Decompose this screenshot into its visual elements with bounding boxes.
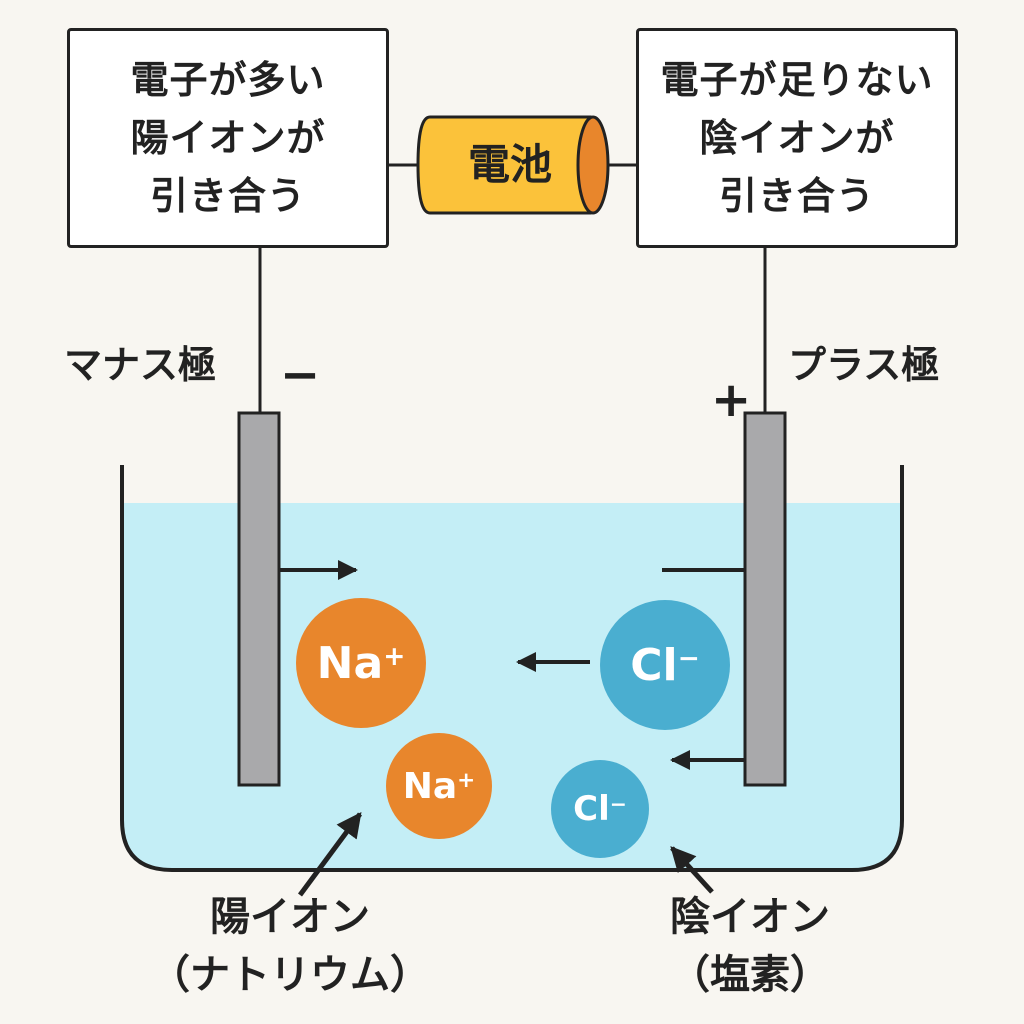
- right-box-line-2: 陰イオンが: [699, 116, 895, 160]
- chloride-ion-small-symbol: Cl: [573, 789, 610, 829]
- chloride-ion-small: Cl−: [551, 760, 649, 858]
- beaker: [120, 465, 904, 872]
- left-box-line-3: 引き合う: [149, 174, 306, 218]
- sodium-ion-large-symbol: Na: [316, 637, 384, 689]
- left-box-line-2: 陽イオンが: [130, 116, 326, 160]
- sodium-ion-small-charge: +: [457, 768, 476, 794]
- negative-electrode-label: マナス極: [64, 343, 217, 387]
- right-box-line-1: 電子が足りない: [660, 58, 934, 102]
- anion-caption-line-1: 陰イオン: [670, 894, 830, 940]
- anion-caption-line-2: （塩素）: [670, 952, 830, 998]
- chloride-ion-large-charge: −: [677, 642, 700, 674]
- right-box-line-3: 引き合う: [718, 174, 875, 218]
- pointer-cation: [297, 811, 363, 897]
- negative-sign: −: [280, 347, 321, 403]
- negative-electrode: [237, 411, 281, 787]
- chloride-ion-small-charge: −: [609, 791, 627, 816]
- sodium-ion-small: Na+: [386, 733, 492, 839]
- cation-caption: 陽イオン （ナトリウム）: [140, 888, 440, 1004]
- water: [122, 503, 902, 870]
- positive-electrode: [743, 411, 787, 787]
- positive-sign: +: [711, 372, 752, 428]
- chloride-ion-large-symbol: Cl: [630, 639, 678, 691]
- sodium-ion-small-symbol: Na: [402, 765, 458, 807]
- cation-caption-line-2: （ナトリウム）: [150, 952, 430, 998]
- cation-caption-line-1: 陽イオン: [210, 894, 370, 940]
- sodium-ion-large: Na+: [296, 598, 426, 728]
- left-info-box: 電子が多い 陽イオンが 引き合う: [67, 28, 389, 248]
- right-info-box: 電子が足りない 陰イオンが 引き合う: [636, 28, 958, 248]
- chloride-ion-large: Cl−: [600, 600, 730, 730]
- sodium-ion-large-charge: +: [383, 640, 406, 672]
- anion-caption: 陰イオン （塩素）: [600, 888, 900, 1004]
- left-box-line-1: 電子が多い: [130, 58, 326, 102]
- pointer-anion: [670, 846, 714, 894]
- positive-electrode-label: プラス極: [788, 343, 940, 387]
- battery-label: 電池: [467, 140, 552, 189]
- battery-icon: [416, 115, 610, 215]
